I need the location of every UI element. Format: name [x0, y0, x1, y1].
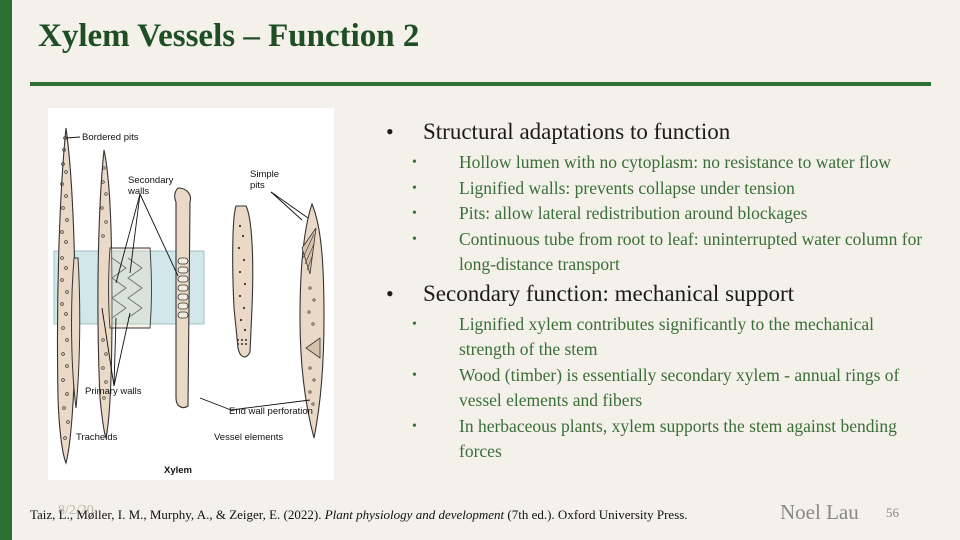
label-secondary-walls-1: Secondary: [128, 175, 174, 186]
bullet-structural-adaptations: •Structural adaptations to function: [386, 119, 731, 144]
vessel-element-2: [232, 205, 254, 358]
citation-title: Plant physiology and development: [324, 507, 505, 522]
sub-bullet: •Lignified xylem contributes significant…: [412, 313, 875, 360]
label-tracheids: Tracheids: [76, 432, 118, 443]
label-xylem: Xylem: [164, 465, 192, 476]
label-secondary-walls-2: walls: [127, 186, 149, 197]
label-simple-pits-2: pits: [250, 180, 265, 191]
tracheid-cell-2: [71, 257, 81, 409]
label-bordered-pits: Bordered pits: [82, 132, 139, 143]
tracheid-cell-3: [97, 149, 113, 440]
title-underline: [30, 82, 931, 86]
bullet-list: •Structural adaptations to function •Hol…: [386, 118, 926, 465]
slide-date: 8/2/20: [58, 503, 94, 518]
sub-bullet: •Pits: allow lateral redistribution arou…: [412, 203, 808, 223]
label-end-wall-perforation: End wall perforation: [229, 406, 313, 417]
sub-bullet: •Continuous tube from root to leaf: unin…: [412, 228, 923, 275]
sub-bullet: •Lignified walls: prevents collapse unde…: [412, 177, 795, 198]
label-vessel-elements: Vessel elements: [214, 432, 283, 443]
secondary-wall-spirals: [111, 257, 143, 319]
left-accent-bar: [0, 0, 12, 540]
bullet-secondary-function: •Secondary function: mechanical support: [386, 280, 795, 306]
sub-bullet: •Hollow lumen with no cytoplasm: no resi…: [412, 152, 892, 172]
label-simple-pits-1: Simple: [250, 169, 279, 180]
citation: Taiz, L., Møller, I. M., Murphy, A., & Z…: [30, 507, 688, 522]
sub-bullet: •Wood (timber) is essentially secondary …: [412, 364, 900, 411]
label-primary-walls: Primary walls: [85, 386, 142, 397]
xylem-figure: Bordered pits Secondary walls Simple pit…: [48, 108, 334, 480]
author-name: Noel Lau: [780, 500, 859, 524]
page-number: 56: [886, 505, 899, 520]
xylem-diagram: Bordered pits Secondary walls Simple pit…: [53, 127, 325, 476]
slide-title: Xylem Vessels – Function 2: [38, 18, 420, 54]
sub-bullet: •In herbaceous plants, xylem supports th…: [412, 415, 897, 462]
